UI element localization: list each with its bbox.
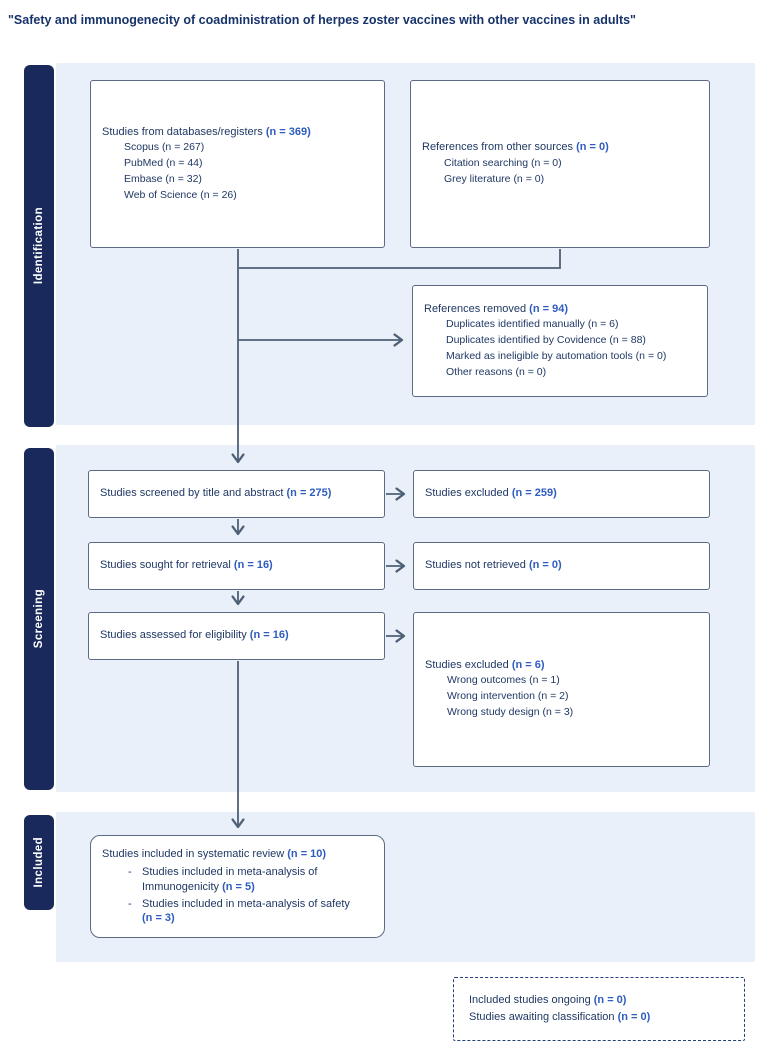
box-included-review-main: Studies included in systematic review (n… bbox=[102, 847, 376, 862]
bullet-dash: - bbox=[128, 866, 132, 879]
awaiting-label: Studies awaiting classification bbox=[469, 1011, 618, 1023]
box-references-removed-label: References removed bbox=[424, 302, 530, 315]
box-references-removed-main: References removed (n = 94) bbox=[424, 302, 699, 317]
box-sought-count: (n = 16) bbox=[233, 559, 273, 572]
box-databases-main: Studies from databases/registers (n = 36… bbox=[102, 125, 376, 140]
box-references-removed-count: (n = 94) bbox=[529, 302, 568, 315]
box-excluded-screening: Studies excluded (n = 259) bbox=[413, 470, 710, 518]
bullet-label: Studies included in meta-analysis of Imm… bbox=[142, 866, 318, 893]
box-assessed: Studies assessed for eligibility (n = 16… bbox=[88, 612, 385, 660]
box-excluded-eligibility-label: Studies excluded bbox=[425, 658, 512, 671]
section-label-identification-text: Identification bbox=[33, 207, 45, 285]
box-excluded-eligibility-item: Wrong study design (n = 3) bbox=[447, 706, 574, 719]
box-included-review: Studies included in systematic review (n… bbox=[90, 835, 385, 938]
box-databases-item: Scopus (n = 267) bbox=[124, 140, 205, 153]
box-databases-item: Web of Science (n = 26) bbox=[124, 188, 237, 201]
box-references-removed-item: Duplicates identified by Covidence (n = … bbox=[446, 333, 646, 346]
box-assessed-main: Studies assessed for eligibility (n = 16… bbox=[100, 628, 376, 643]
box-not-retrieved: Studies not retrieved (n = 0) bbox=[413, 542, 710, 590]
box-screened-main: Studies screened by title and abstract (… bbox=[100, 486, 376, 501]
box-included-review-bullet: - Studies included in meta-analysis of I… bbox=[102, 865, 376, 894]
box-excluded-eligibility-item: Wrong outcomes (n = 1) bbox=[447, 674, 560, 687]
bullet-count: (n = 5) bbox=[222, 880, 255, 893]
box-assessed-count: (n = 16) bbox=[249, 629, 289, 642]
box-excluded-eligibility-main: Studies excluded (n = 6) bbox=[425, 658, 701, 673]
bullet-text: Studies included in meta-analysis of Imm… bbox=[142, 865, 352, 894]
section-label-identification: Identification bbox=[24, 65, 54, 427]
box-excluded-screening-main: Studies excluded (n = 259) bbox=[425, 486, 701, 501]
box-databases-count: (n = 369) bbox=[265, 125, 311, 138]
box-references-removed-item: Other reasons (n = 0) bbox=[446, 365, 547, 378]
box-excluded-screening-label: Studies excluded bbox=[425, 487, 512, 500]
bullet-text: Studies included in meta-analysis of saf… bbox=[142, 897, 352, 926]
box-assessed-label: Studies assessed for eligibility bbox=[100, 629, 250, 642]
box-references-removed: References removed (n = 94) Duplicates i… bbox=[412, 285, 708, 397]
box-excluded-eligibility-count: (n = 6) bbox=[511, 658, 545, 671]
box-not-retrieved-label: Studies not retrieved bbox=[425, 559, 529, 572]
bullet-count: (n = 3) bbox=[142, 912, 175, 925]
box-databases: Studies from databases/registers (n = 36… bbox=[90, 80, 385, 248]
box-other-sources-main: References from other sources (n = 0) bbox=[422, 140, 701, 155]
box-excluded-eligibility: Studies excluded (n = 6) Wrong outcomes … bbox=[413, 612, 710, 767]
box-not-retrieved-count: (n = 0) bbox=[528, 559, 562, 572]
box-excluded-screening-count: (n = 259) bbox=[511, 487, 557, 500]
box-included-review-count: (n = 10) bbox=[287, 848, 327, 861]
box-screened-label: Studies screened by title and abstract bbox=[100, 487, 287, 500]
box-databases-item: Embase (n = 32) bbox=[124, 172, 202, 185]
box-ongoing-line: Included studies ongoing (n = 0) bbox=[469, 992, 744, 1009]
box-included-review-label: Studies included in systematic review bbox=[102, 848, 288, 861]
box-not-retrieved-main: Studies not retrieved (n = 0) bbox=[425, 558, 701, 573]
box-other-sources-item: Grey literature (n = 0) bbox=[444, 172, 545, 185]
diagram-title: "Safety and immunogenecity of coadminist… bbox=[8, 13, 636, 27]
section-label-included-text: Included bbox=[33, 837, 45, 888]
box-ongoing-line: Studies awaiting classification (n = 0) bbox=[469, 1009, 744, 1026]
box-excluded-eligibility-item: Wrong intervention (n = 2) bbox=[447, 690, 569, 703]
ongoing-label: Included studies ongoing bbox=[469, 993, 594, 1006]
box-included-review-bullet: - Studies included in meta-analysis of s… bbox=[102, 897, 376, 926]
section-label-screening-text: Screening bbox=[33, 589, 45, 649]
bullet-dash: - bbox=[128, 898, 132, 911]
section-label-included: Included bbox=[24, 815, 54, 910]
section-label-screening: Screening bbox=[24, 448, 54, 790]
box-screened-count: (n = 275) bbox=[286, 487, 332, 500]
box-other-sources: References from other sources (n = 0) Ci… bbox=[410, 80, 710, 248]
awaiting-count: (n = 0) bbox=[617, 1011, 651, 1023]
box-databases-label: Studies from databases/registers bbox=[102, 125, 266, 138]
ongoing-count: (n = 0) bbox=[593, 993, 627, 1006]
box-other-sources-label: References from other sources bbox=[422, 141, 577, 154]
box-databases-item: PubMed (n = 44) bbox=[124, 156, 203, 169]
box-sought: Studies sought for retrieval (n = 16) bbox=[88, 542, 385, 590]
box-other-sources-count: (n = 0) bbox=[576, 141, 609, 154]
box-screened: Studies screened by title and abstract (… bbox=[88, 470, 385, 518]
bullet-label: Studies included in meta-analysis of saf… bbox=[142, 898, 350, 911]
box-references-removed-item: Marked as ineligible by automation tools… bbox=[446, 349, 667, 362]
box-ongoing-studies: Included studies ongoing (n = 0) Studies… bbox=[453, 977, 745, 1041]
box-references-removed-item: Duplicates identified manually (n = 6) bbox=[446, 317, 619, 330]
box-sought-label: Studies sought for retrieval bbox=[100, 559, 234, 572]
box-other-sources-item: Citation searching (n = 0) bbox=[444, 156, 562, 169]
box-sought-main: Studies sought for retrieval (n = 16) bbox=[100, 558, 376, 573]
